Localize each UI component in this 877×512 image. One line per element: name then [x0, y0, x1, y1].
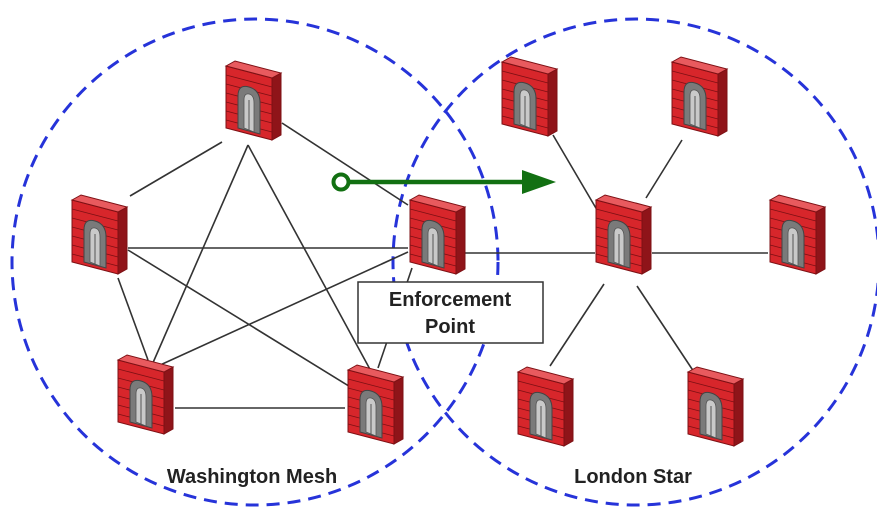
link-left-bottomright [127, 249, 353, 389]
arrowhead-icon [522, 170, 556, 194]
callout-line-1: Enforcement [389, 289, 512, 311]
london-region-label: London Star [574, 466, 692, 488]
london-region-boundary [391, 17, 877, 507]
london-firewalls [500, 56, 827, 447]
link-left-bottomleft [117, 277, 149, 361]
link-top-left [129, 141, 223, 197]
firewall-icon [408, 194, 467, 275]
firewall-icon [516, 366, 575, 447]
link-top-bottomright [247, 144, 373, 374]
link-hub-topleft [552, 134, 601, 216]
link-top-right [281, 122, 409, 206]
firewall-icon [224, 60, 283, 141]
link-hub-bottomleft [549, 283, 605, 367]
washington-mesh-links [117, 122, 413, 409]
firewall-icon [70, 194, 129, 275]
firewall-icon [116, 354, 175, 435]
arrow-origin-icon [331, 172, 351, 192]
firewall-icon [686, 366, 745, 447]
link-right-bottomleft [157, 251, 409, 367]
firewall-icon [594, 194, 653, 275]
link-hub-topright [645, 139, 683, 199]
firewall-icon [346, 364, 405, 445]
london-star-links [549, 134, 768, 373]
washington-region-boundary [10, 17, 500, 507]
washington-firewalls [70, 60, 467, 445]
firewall-icon [500, 56, 559, 137]
policy-flow-arrow [331, 170, 556, 194]
firewall-icon [768, 194, 827, 275]
firewall-icon [670, 56, 729, 137]
link-top-bottomleft [151, 144, 249, 366]
enforcement-point-callout: Enforcement Point [357, 281, 544, 344]
washington-region-label: Washington Mesh [167, 466, 337, 488]
callout-line-2: Point [425, 316, 475, 338]
link-hub-bottomright [636, 285, 695, 373]
